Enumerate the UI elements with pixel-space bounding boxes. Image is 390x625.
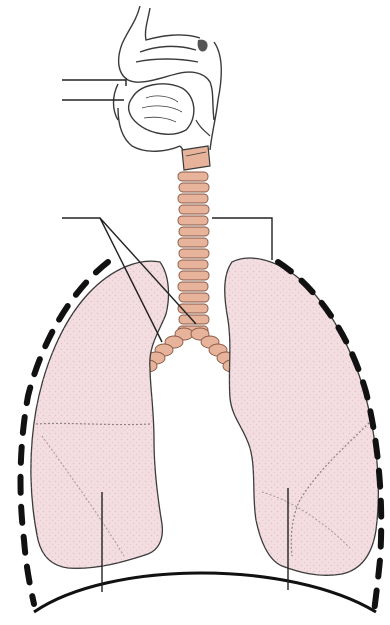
trachea-ring	[178, 172, 208, 181]
pharynx-back	[210, 42, 221, 150]
nasal-upper-wall	[145, 8, 200, 40]
trachea-ring	[179, 271, 209, 280]
trachea-ring	[179, 293, 209, 302]
trachea-ring	[179, 227, 209, 236]
trachea-ring	[179, 249, 209, 258]
tongue	[129, 84, 194, 134]
nasal-dark-detail	[198, 40, 208, 52]
trachea-ring	[179, 183, 209, 192]
lower-jaw	[118, 108, 180, 151]
left-lung	[31, 261, 169, 568]
trachea-ring	[178, 282, 208, 291]
larynx	[182, 146, 210, 170]
epiglottis	[196, 120, 210, 136]
leader-line-trachea	[212, 218, 272, 260]
trachea-ring	[178, 216, 208, 225]
head-section	[114, 6, 222, 162]
nasal-turbinate-2	[136, 59, 198, 62]
trachea-ring	[178, 194, 208, 203]
nasal-passage-outline	[119, 6, 214, 120]
trachea	[178, 172, 209, 335]
right-lung	[225, 258, 379, 575]
nasal-turbinate-1	[140, 46, 196, 52]
tongue-rugae	[142, 96, 182, 122]
chin	[114, 84, 119, 120]
diaphragm	[34, 573, 376, 612]
trachea-ring	[178, 260, 208, 269]
leader-line-nasal	[62, 80, 126, 86]
trachea-ring	[178, 238, 208, 247]
trachea-ring	[179, 205, 209, 214]
